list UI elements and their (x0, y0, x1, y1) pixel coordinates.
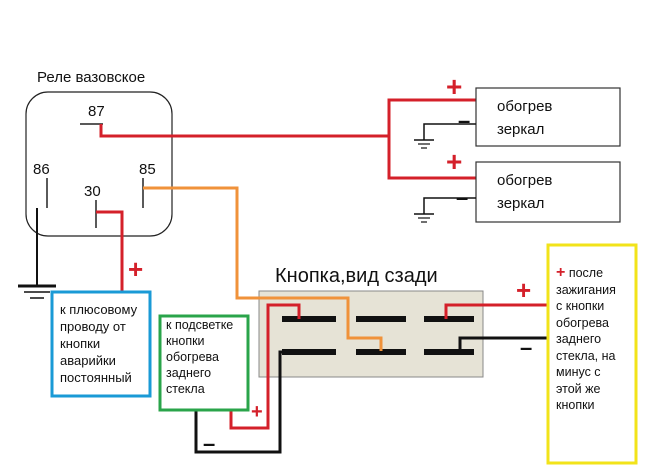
note-ignition-line: зажигания (556, 282, 616, 297)
wire-30-battery (96, 210, 124, 292)
note-ignition-line: заднего (556, 332, 602, 346)
wire-mirror-2-ground (423, 197, 476, 214)
relay-pin-85-label: 85 (139, 161, 156, 178)
terminal-mid-top (356, 316, 406, 322)
note-ignition-text: + после зажигания с кнопки обогрева задн… (556, 264, 616, 414)
terminal-right-bottom (424, 349, 474, 355)
ignition-minus-symbol: – (520, 335, 532, 360)
note-battery-line: постоянный (60, 370, 132, 385)
terminal-left-top (282, 316, 336, 322)
note-backlight-line: стекла (166, 382, 205, 396)
note-backlight-line: к подсветке (166, 318, 234, 332)
note-ignition-line: кнопки (556, 398, 595, 412)
note-backlight-line: обогрева (166, 350, 219, 364)
mirror-heater-2-plus: + (446, 146, 462, 177)
mirror-heater-2-line2: зеркал (497, 195, 544, 212)
terminal-right-top (424, 316, 474, 322)
mirror-heater-2-box (475, 161, 621, 223)
note-battery-line: аварийки (60, 353, 116, 368)
mirror-heater-1-minus: – (458, 108, 470, 133)
mirror-heater-1-plus: + (446, 71, 462, 102)
relay-title: Реле вазовское (37, 69, 145, 86)
note-ignition-plus: + (556, 264, 566, 281)
note-ignition-box (546, 243, 638, 465)
wire-orange-button-internal (346, 305, 383, 351)
note-ignition-line-first: + после (556, 264, 616, 282)
ground-symbol-mirror-2 (414, 213, 434, 223)
note-battery-line: к плюсовому (60, 302, 138, 317)
relay-pin-30-label: 30 (84, 183, 101, 200)
wire-backlight-plus (229, 303, 301, 430)
note-backlight-line: заднего (166, 366, 212, 380)
relay-pin-86-label: 86 (33, 161, 50, 178)
wire-backlight-minus (194, 350, 302, 454)
mirror-heater-1-line1: обогрев (497, 98, 552, 115)
terminal-mid-bottom (356, 349, 406, 355)
wire-ignition-minus (452, 336, 548, 354)
wire-ignition-plus (444, 303, 548, 319)
note-battery-line: проводу от (60, 319, 126, 334)
ground-symbol-relay (18, 284, 56, 299)
backlight-plus: + (251, 401, 263, 423)
note-ignition-first-rest: после (568, 266, 604, 280)
mirror-heater-1-line2: зеркал (497, 121, 544, 138)
note-backlight-box (158, 314, 250, 412)
mirror-heater-2-line1: обогрев (497, 172, 552, 189)
backlight-minus: – (203, 431, 215, 456)
note-ignition-line: минус с (556, 365, 601, 379)
battery-plus: + (128, 254, 143, 284)
note-battery-box (50, 290, 152, 398)
note-backlight-text: к подсветке кнопки обогрева заднего стек… (166, 317, 233, 397)
note-ignition-line: этой же (556, 381, 601, 396)
wire-87-mirror-2 (387, 136, 476, 180)
note-ignition-line: с кнопки (556, 299, 605, 313)
terminal-left-bottom (282, 349, 336, 355)
relay-pin-87-label: 87 (88, 103, 105, 120)
wire-mirror-1-ground (423, 123, 476, 140)
ignition-plus-symbol: + (516, 275, 531, 305)
note-battery-text: к плюсовому проводу от кнопки аварийки п… (60, 301, 137, 386)
note-battery-line: кнопки (60, 336, 101, 351)
relay-body (25, 91, 173, 237)
note-ignition-line: обогрева (556, 315, 609, 330)
note-ignition-line: стекла, на (556, 348, 616, 363)
wire-orange-button-entry (237, 296, 350, 305)
note-backlight-line: кнопки (166, 334, 205, 348)
button-terminals (282, 316, 474, 355)
ground-symbol-mirror-1 (414, 139, 434, 149)
button-title: Кнопка,вид сзади (275, 265, 438, 287)
mirror-heater-1-box (475, 87, 621, 147)
